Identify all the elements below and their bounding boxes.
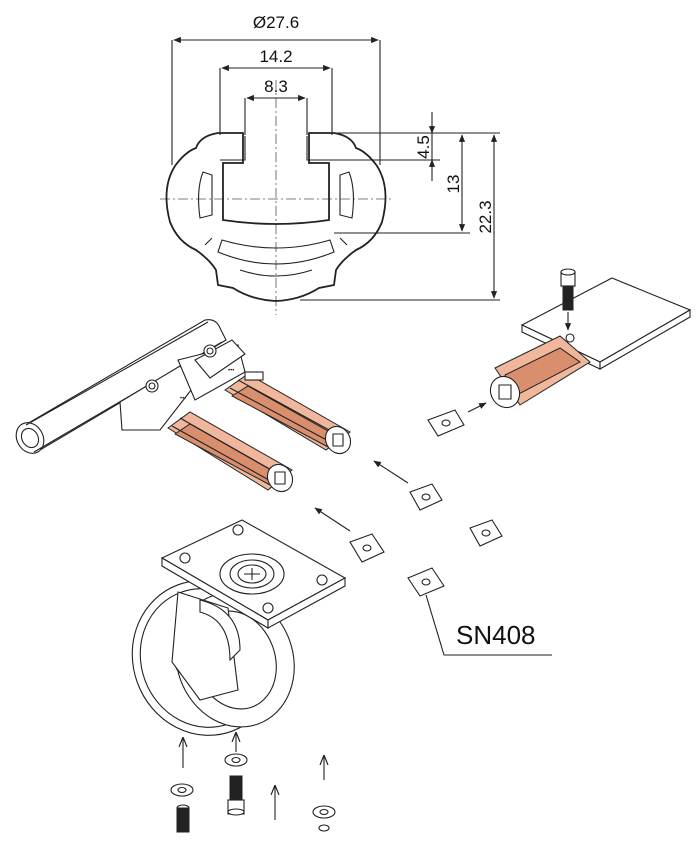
profile-cross-section: Ø27.6 14.2 8.3 4.5 13 22.3 xyxy=(160,13,500,315)
dim-slot-outer-width: 14.2 xyxy=(259,47,292,66)
dim-slot-depth: 13 xyxy=(444,175,463,194)
part-number-label: SN408 xyxy=(456,620,536,650)
dim-lip-height: 4.5 xyxy=(414,135,433,159)
svg-text:•••: ••• xyxy=(228,368,234,374)
dim-slot-inner-width: 8.3 xyxy=(264,77,288,96)
fasteners xyxy=(170,733,336,833)
sn408-nuts: SN408 xyxy=(314,460,552,656)
svg-text:•••: ••• xyxy=(180,396,186,402)
dim-total-depth: 22.3 xyxy=(476,200,495,233)
dim-outer-diameter: Ø27.6 xyxy=(253,13,299,32)
tube-frame-assembly: ••• ••• xyxy=(15,319,352,493)
caster-wheel xyxy=(131,519,347,736)
plate-assembly xyxy=(427,268,692,437)
